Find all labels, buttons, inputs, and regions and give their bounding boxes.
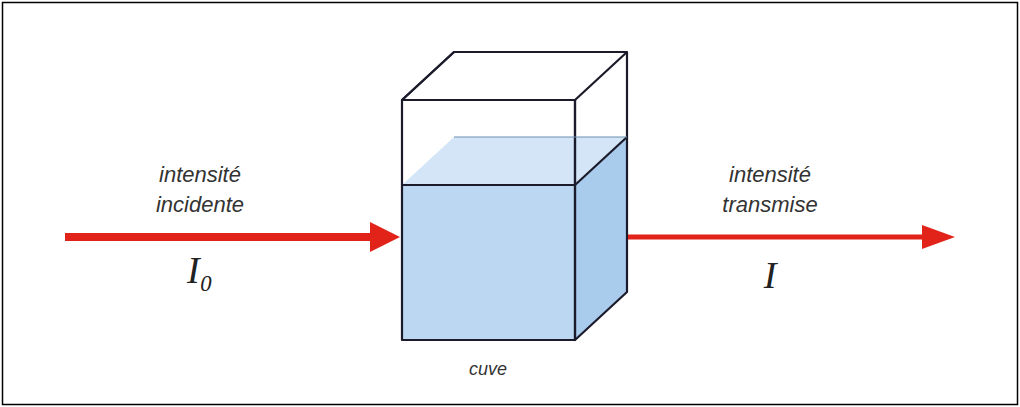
liquid-front	[402, 185, 575, 340]
incident-symbol: I₀	[187, 250, 213, 290]
incident-caption: intensité incidente	[120, 160, 280, 220]
transmitted-caption: intensité transmise	[690, 160, 850, 220]
transmitted-arrow	[628, 225, 955, 249]
transmitted-symbol: I	[764, 255, 777, 295]
frame-border	[3, 3, 1018, 405]
cuvette-outline	[402, 52, 627, 340]
cuvette-label: cuve	[469, 358, 507, 380]
liquid-side	[575, 137, 627, 340]
incident-arrow	[65, 222, 400, 252]
